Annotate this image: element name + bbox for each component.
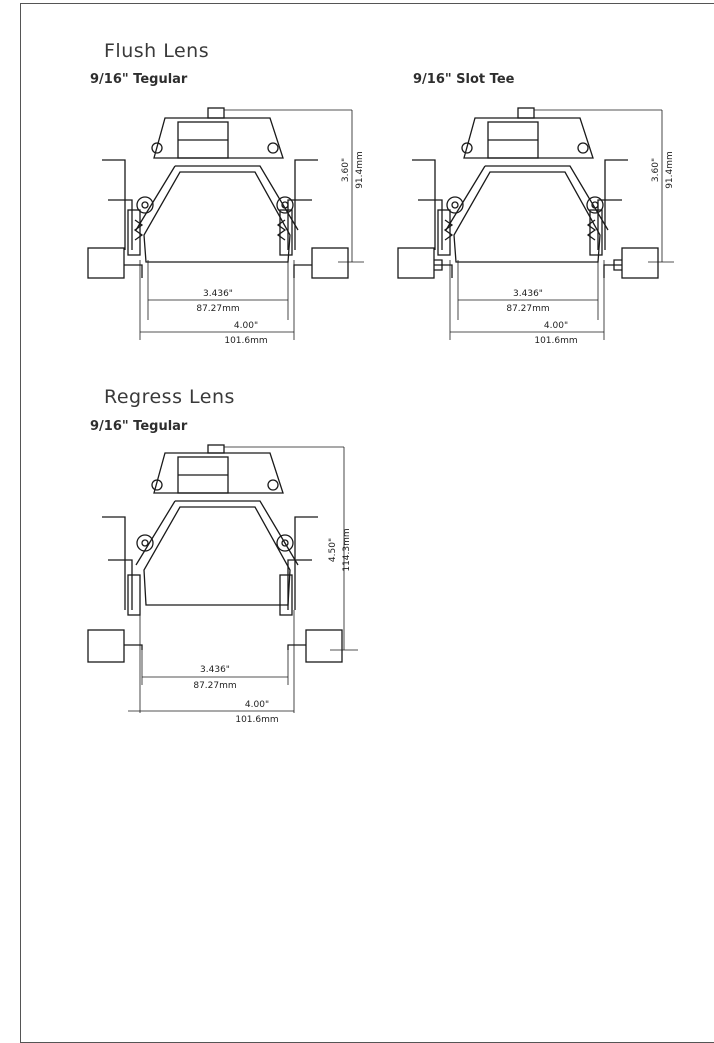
flush-slot-tee-drawing: 3.436" 87.27mm 4.00" 101.6mm 3.60" 91.4m… — [397, 107, 675, 346]
height-inch-label: 3.60" — [341, 158, 351, 182]
overall-mm-label: 101.6mm — [224, 336, 267, 346]
flush-tegular-drawing: 3.436" 87.27mm 4.00" 101.6mm 3.60" 91.4m… — [87, 107, 365, 346]
height-inch-label: 3.60" — [651, 158, 661, 182]
flush-slot-tee-label: 9/16" Slot Tee — [413, 72, 515, 87]
aperture-inch-label: 3.436" — [203, 289, 233, 299]
height-inch-label: 4.50" — [328, 538, 338, 562]
overall-inch-label: 4.00" — [544, 321, 568, 331]
overall-inch-label: 4.00" — [245, 700, 269, 710]
height-mm-label: 91.4mm — [355, 151, 365, 189]
overall-inch-label: 4.00" — [234, 321, 258, 331]
aperture-mm-label: 87.27mm — [506, 304, 549, 314]
aperture-inch-label: 3.436" — [200, 665, 230, 675]
flush-lens-heading: Flush Lens — [104, 40, 210, 62]
flush-tegular-label: 9/16" Tegular — [90, 72, 188, 87]
aperture-mm-label: 87.27mm — [193, 681, 236, 691]
regress-tegular-label: 9/16" Tegular — [90, 419, 188, 434]
regress-tegular-drawing: 3.436" 87.27mm 4.00" 101.6mm 4.50" 114.3… — [87, 444, 358, 725]
overall-mm-label: 101.6mm — [235, 715, 278, 725]
height-mm-label: 114.3mm — [342, 528, 352, 571]
overall-mm-label: 101.6mm — [534, 336, 577, 346]
height-mm-label: 91.4mm — [665, 151, 675, 189]
regress-lens-heading: Regress Lens — [104, 386, 235, 408]
aperture-inch-label: 3.436" — [513, 289, 543, 299]
aperture-mm-label: 87.27mm — [196, 304, 239, 314]
